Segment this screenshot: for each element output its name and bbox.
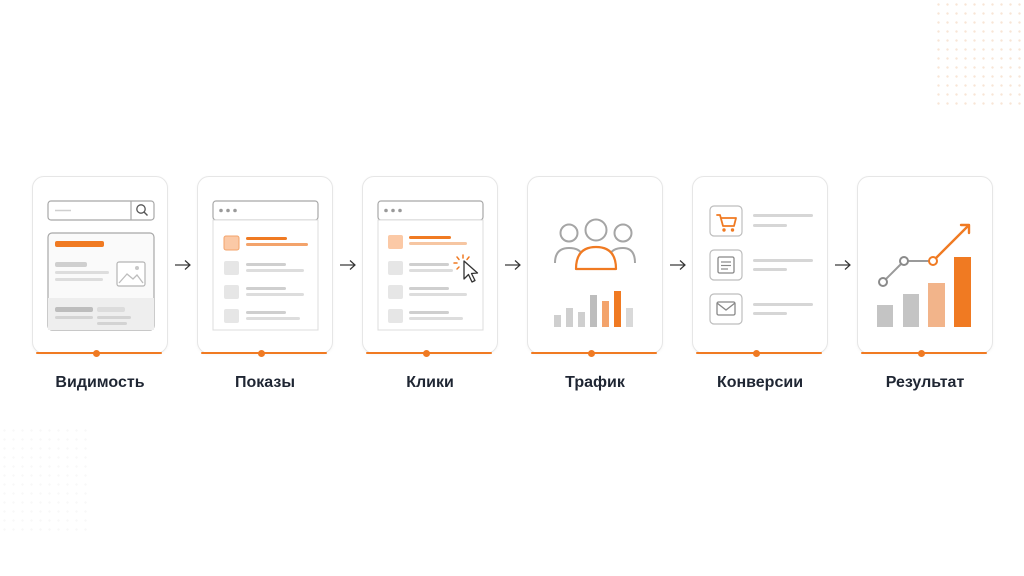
baseline-dot [753, 349, 760, 357]
arrow-right-icon [670, 260, 686, 270]
stage-baseline [36, 349, 162, 357]
stage-card [362, 176, 498, 354]
users-traffic-icon [554, 218, 636, 327]
stage-baseline [696, 349, 822, 357]
click-cursor-icon [377, 200, 484, 331]
stage-label: Клики [406, 374, 454, 391]
decorative-dots [934, 0, 1024, 110]
baseline-dot [423, 349, 430, 357]
stage-label: Показы [235, 374, 295, 391]
arrow-right-icon [505, 260, 521, 270]
stage-card [197, 176, 333, 354]
stage-label: Трафик [565, 374, 625, 391]
baseline-dot [93, 349, 100, 357]
growth-chart-icon [877, 223, 971, 327]
baseline-dot [918, 349, 925, 357]
stage-baseline [861, 349, 987, 357]
baseline-dot [258, 349, 265, 357]
stage-label: Видимость [55, 374, 145, 391]
stage-card [692, 176, 828, 354]
conversion-actions-icon [709, 205, 813, 325]
decorative-dots [0, 426, 90, 536]
baseline-dot [588, 349, 595, 357]
stage-label: Конверсии [716, 374, 804, 391]
stage-baseline [366, 349, 492, 357]
arrow-right-icon [175, 260, 191, 270]
stage-card [857, 176, 993, 354]
stage-card [527, 176, 663, 354]
stage-baseline [201, 349, 327, 357]
browser-listing-icon [212, 200, 319, 331]
stage-label: Результат [885, 374, 965, 391]
stage-card [32, 176, 168, 354]
arrow-right-icon [340, 260, 356, 270]
search-results-page-icon [47, 200, 155, 331]
stage-baseline [531, 349, 657, 357]
arrow-right-icon [835, 260, 851, 270]
